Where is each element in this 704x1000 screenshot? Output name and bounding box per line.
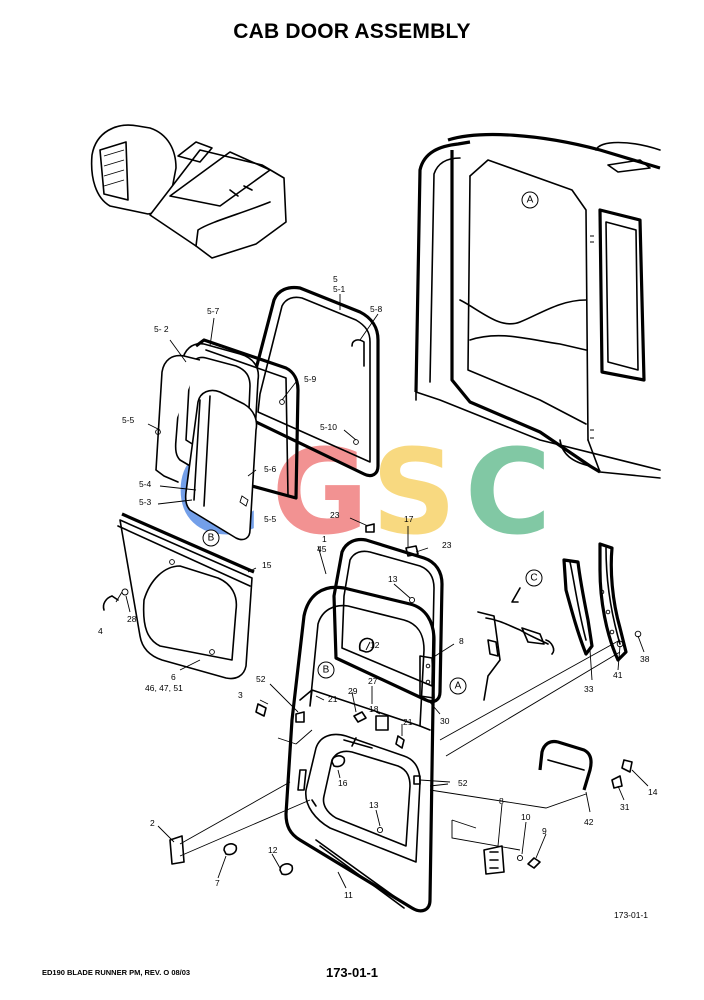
callout-label: 4 xyxy=(98,626,103,636)
callout-label: 42 xyxy=(584,817,594,827)
callout-label: 28 xyxy=(127,614,137,624)
callout-label: 7 xyxy=(215,878,220,888)
callout-label: 38 xyxy=(640,654,650,664)
lower-window-panel xyxy=(102,512,255,680)
view-marker: A xyxy=(449,677,467,695)
callout-label: 10 xyxy=(521,812,531,822)
svg-text:B: B xyxy=(208,533,215,544)
callout-label: 12 xyxy=(370,640,380,650)
callout-label: 5-5 xyxy=(122,415,135,425)
watermark-letter-c2: C xyxy=(465,423,552,561)
callout-label: 5-4 xyxy=(139,479,152,489)
view-marker: B xyxy=(202,529,220,547)
svg-text:A: A xyxy=(455,681,462,692)
callout-label: 5-1 xyxy=(333,284,346,294)
figure-reference: 173-01-1 xyxy=(614,910,649,920)
callout-label: 5 xyxy=(333,274,338,284)
view-marker: A xyxy=(521,191,539,209)
callout-label: 1 xyxy=(322,534,327,544)
callout-label: 3 xyxy=(238,690,243,700)
callout-label: 5-6 xyxy=(264,464,277,474)
view-marker: C xyxy=(525,569,543,587)
machine-overview-sketch xyxy=(90,124,287,259)
callout-label: 16 xyxy=(338,778,348,788)
view-marker: B xyxy=(317,661,335,679)
footer-page-number: 173-01-1 xyxy=(325,965,379,980)
callout-label: 5- 2 xyxy=(154,324,169,334)
callout-label: 30 xyxy=(440,716,450,726)
callout-label: 31 xyxy=(620,802,630,812)
page-title: CAB DOOR ASSEMBLY xyxy=(233,20,471,43)
callout-label: 2 xyxy=(150,818,155,828)
callout-label: 17 xyxy=(404,514,414,524)
callout-label: 18 xyxy=(369,704,379,714)
callout-label: 13 xyxy=(388,574,398,584)
svg-text:A: A xyxy=(527,195,534,206)
callout-label: 12 xyxy=(268,845,278,855)
callout-label: 33 xyxy=(584,684,594,694)
callout-label: 5-7 xyxy=(207,306,220,316)
watermark-letter-s: S xyxy=(372,423,457,561)
view-markers: A A B B C xyxy=(202,191,543,695)
cab-frame xyxy=(414,132,661,479)
footer-manual-revision: ED190 BLADE RUNNER PM, REV. O 08/03 xyxy=(42,968,191,977)
callout-label: 23 xyxy=(442,540,452,550)
callout-label: 29 xyxy=(348,686,358,696)
callout-label: 9 xyxy=(542,826,547,836)
door-hardware xyxy=(169,523,642,876)
callout-label: 5-10 xyxy=(320,422,337,432)
callout-label: 21 xyxy=(403,717,413,727)
leader-lines xyxy=(115,294,649,889)
svg-text:B: B xyxy=(323,665,330,676)
main-door-panel xyxy=(284,585,436,913)
callout-label: 6 xyxy=(171,672,176,682)
callout-label: 8 xyxy=(499,796,504,806)
callout-label: 11 xyxy=(344,890,353,900)
upper-window-glass-group xyxy=(155,285,380,541)
callout-label: 5-8 xyxy=(370,304,383,314)
callout-label: 21 xyxy=(328,694,338,704)
callout-label: 5-9 xyxy=(304,374,317,384)
callout-label: 52 xyxy=(256,674,266,684)
callout-label: 15 xyxy=(262,560,272,570)
door-sash-frame xyxy=(332,537,444,704)
callout-label: 27 xyxy=(368,676,378,686)
callout-label: 41 xyxy=(613,670,623,680)
callout-label: 52 xyxy=(458,778,468,788)
callout-label: 5-3 xyxy=(139,497,152,507)
callout-label: 13 xyxy=(369,800,379,810)
callout-label: 8 xyxy=(459,636,464,646)
svg-text:C: C xyxy=(530,573,537,584)
callout-label: 23 xyxy=(330,510,340,520)
callout-label: 46, 47, 51 xyxy=(145,683,183,693)
callout-label: 5-5 xyxy=(264,514,277,524)
callout-label: 45 xyxy=(317,544,327,554)
callout-label: 14 xyxy=(648,787,658,797)
part-callouts: 5 5-1 5-7 5-8 5- 2 5-9 5-5 5-10 5-6 5-4 … xyxy=(98,274,658,900)
